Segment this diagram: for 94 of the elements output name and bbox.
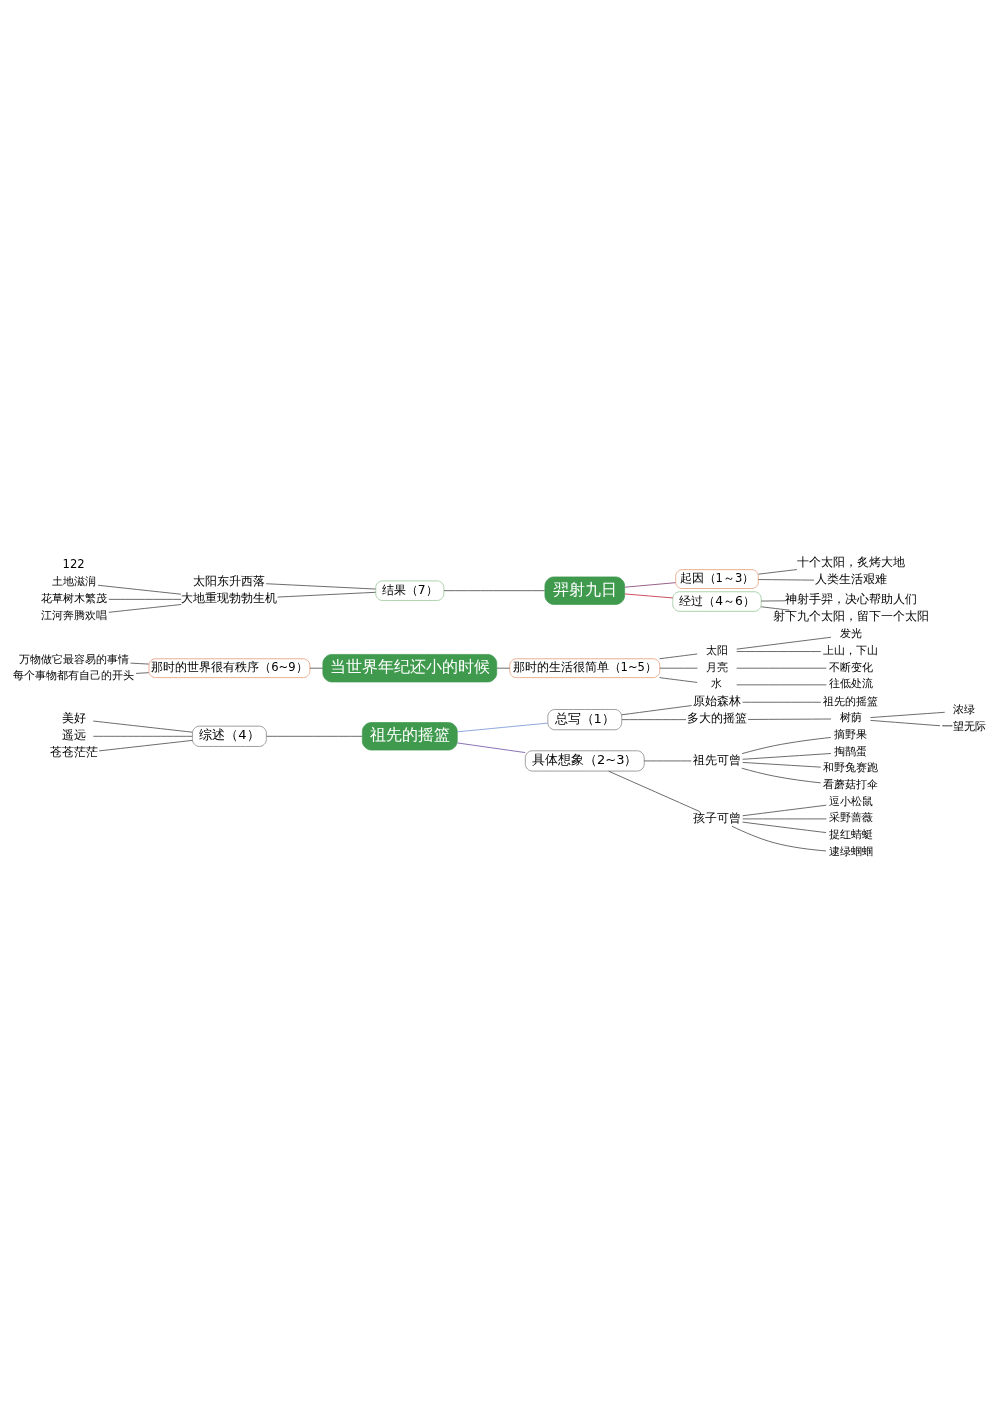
connector <box>265 583 376 590</box>
node-text: 每个事物都有自己的开头 <box>13 669 135 683</box>
connector <box>870 719 941 727</box>
node-box: 祖先的摇篮 <box>361 722 458 751</box>
connector <box>742 818 827 820</box>
node-box: 那时的世界很有秩序（6~9） <box>148 658 311 678</box>
connector <box>659 667 698 669</box>
connector <box>742 821 827 834</box>
connector <box>742 701 822 703</box>
connector <box>309 667 324 669</box>
node-box: 羿射九日 <box>544 576 625 605</box>
connector <box>758 569 798 575</box>
node-text: 祖先可曾 <box>692 752 741 767</box>
node-text: 祖先的摇篮 <box>823 694 879 708</box>
node-text: 和野兔赛跑 <box>823 761 879 775</box>
node-text: 浓绿 <box>953 703 976 717</box>
label: 122 <box>62 557 85 572</box>
node-box: 经过（4～6） <box>672 591 762 612</box>
node-text: 人类生活艰难 <box>814 572 887 587</box>
connector <box>747 718 832 720</box>
connector <box>736 636 832 650</box>
connector <box>760 600 786 602</box>
connector <box>659 653 698 660</box>
node-text: 掏鹊蛋 <box>834 744 868 758</box>
connector <box>659 677 698 683</box>
node-text: 太阳 <box>705 644 728 658</box>
node-text: 苍苍茫茫 <box>49 745 98 760</box>
node-text: 逗小松鼠 <box>828 794 873 808</box>
node-text: 花草树木繁茂 <box>40 591 107 605</box>
node-text: 万物做它最容易的事情 <box>18 652 129 666</box>
node-box: 总写（1） <box>547 709 623 731</box>
connector <box>760 606 791 611</box>
node-text: 月亮 <box>705 660 728 674</box>
connector <box>758 579 815 581</box>
connector <box>621 705 693 716</box>
node-text: 一望无际 <box>942 720 987 734</box>
connector <box>443 590 546 592</box>
node-text: 孩子可曾 <box>692 810 741 825</box>
connector <box>736 651 822 652</box>
connector <box>870 711 946 718</box>
connector <box>736 684 827 686</box>
connector <box>742 762 822 768</box>
node-box: 综述（4） <box>192 725 267 747</box>
connector <box>108 604 182 613</box>
node-text: 遥远 <box>61 728 86 743</box>
connector <box>98 739 193 752</box>
connector <box>92 735 193 737</box>
node-box: 具体想象（2~3） <box>525 750 645 772</box>
node-box: 那时的生活很简单（1~5） <box>509 658 661 678</box>
connector <box>643 760 692 762</box>
node-text: 土地滋润 <box>51 575 96 589</box>
node-text: 逮绿蝈蝈 <box>828 844 873 858</box>
connector <box>108 598 182 600</box>
node-text: 原始森林 <box>692 694 741 708</box>
connector <box>97 584 182 595</box>
connector <box>741 767 822 784</box>
node-text: 往低处流 <box>828 677 873 691</box>
node-box: 当世界年纪还小的时候 <box>322 654 498 683</box>
node-text: 太阳东升西落 <box>193 573 266 588</box>
node-text: 神射手羿，决心帮助人们 <box>784 591 917 606</box>
node-text: 射下九个太阳，留下一个太阳 <box>772 609 929 624</box>
node-text: 发光 <box>839 627 862 641</box>
node-text: 不断变化 <box>828 660 873 674</box>
connector <box>731 825 827 852</box>
connector <box>135 672 150 674</box>
node-text: 美好 <box>61 710 86 725</box>
node-text: 水 <box>711 677 723 691</box>
node-text: 摘野果 <box>834 728 868 742</box>
connector <box>92 720 193 733</box>
connector <box>736 667 827 669</box>
connector <box>457 742 526 754</box>
node-text: 树荫 <box>839 711 862 725</box>
connector <box>621 719 687 721</box>
connector <box>624 582 676 588</box>
node-text: 多大的摇篮 <box>686 711 747 726</box>
connector <box>496 667 511 669</box>
node-box: 结果（7） <box>375 580 445 601</box>
node-text: 看蘑菇打伞 <box>823 778 879 792</box>
connector <box>266 735 363 737</box>
node-text: 江河奔腾欢唱 <box>40 608 107 622</box>
connector <box>130 662 150 665</box>
node-text: 上山，下山 <box>823 644 879 658</box>
connector <box>624 593 674 599</box>
node-text: 十个太阳，炙烤大地 <box>796 554 905 569</box>
connector <box>741 737 832 755</box>
connector <box>457 722 549 733</box>
node-text: 捉红蜻蜓 <box>828 828 873 842</box>
connector <box>608 770 701 813</box>
node-text: 采野蔷薇 <box>828 811 873 825</box>
connector <box>742 804 827 817</box>
connector <box>742 753 832 760</box>
node-box: 起因（1～3） <box>675 569 759 589</box>
node-text: 大地重现勃勃生机 <box>181 591 278 606</box>
connector <box>277 591 376 598</box>
